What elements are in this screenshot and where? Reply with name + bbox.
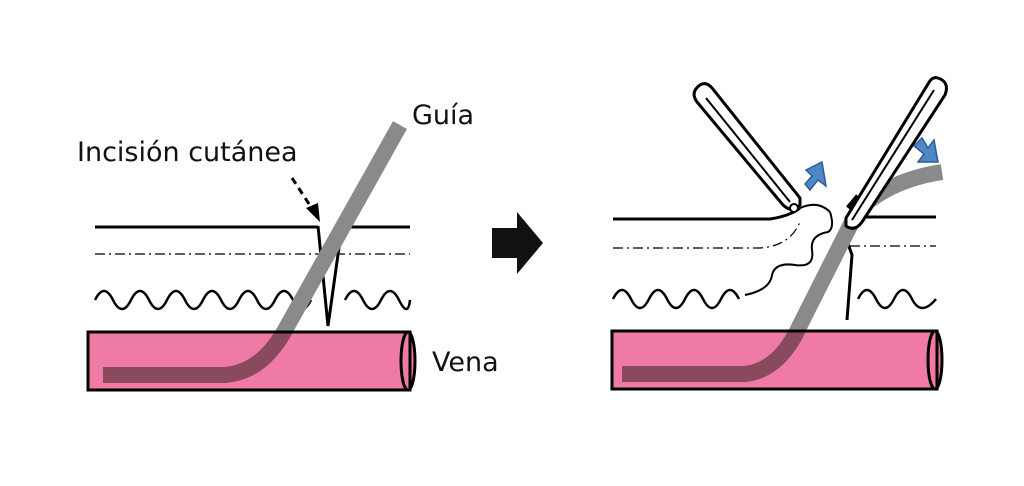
right-arrow-icon bbox=[492, 212, 543, 274]
vein-label: Vena bbox=[432, 347, 499, 378]
incision-pointer-arrow bbox=[290, 177, 320, 222]
skin-line-opened bbox=[613, 206, 936, 232]
forceps-left bbox=[692, 82, 802, 213]
guide-label: Guía bbox=[412, 100, 475, 131]
wavy-tissue bbox=[93, 289, 412, 311]
dilation-arrow-right-icon bbox=[912, 136, 939, 163]
forceps-right bbox=[844, 76, 948, 230]
dilation-arrow-left-icon bbox=[804, 160, 828, 192]
guidewire-after-in-vein bbox=[622, 331, 937, 382]
panel-before bbox=[86, 121, 417, 392]
panel-after bbox=[610, 76, 948, 391]
incision-edge-left bbox=[799, 203, 831, 213]
wavy-tissue-opened bbox=[611, 288, 937, 310]
subcutaneous-line-opened bbox=[613, 221, 936, 249]
skin-incision-label: Incisión cutánea bbox=[77, 137, 298, 168]
stretched-tissue bbox=[744, 211, 834, 296]
